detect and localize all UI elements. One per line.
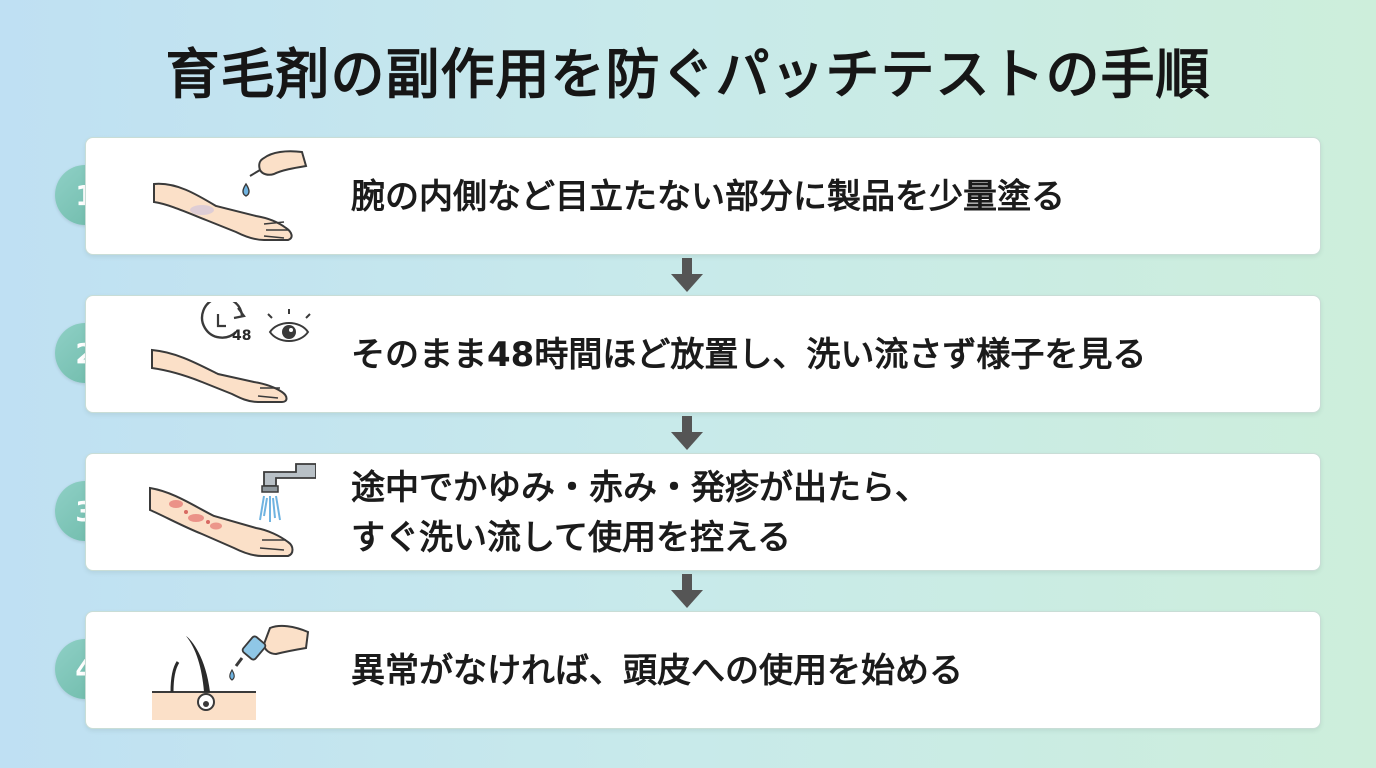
down-arrow-icon [671,258,703,292]
arm-drop-icon [153,150,308,241]
step-2-line-1: そのまま48時間ほど放置し、洗い流さず様子を見る [351,335,1147,375]
step-2-card: 48 そのまま48時間ほど放置し、洗い流さず様子を見る [85,295,1321,413]
down-arrow-icon [671,416,703,450]
arm-clock-eye-icon: 48 [151,302,311,403]
step-3-card: 途中でかゆみ・赤み・発疹が出たら、 すぐ洗い流して使用を控える [85,453,1321,571]
step-1-line-1: 腕の内側など目立たない部分に製品を少量塗る [351,177,1065,217]
step-2-text: そのまま48時間ほど放置し、洗い流さず様子を見る [351,296,1146,414]
arm-rash-faucet-icon [149,463,316,557]
down-arrow-icon [671,574,703,608]
step-3-text: 途中でかゆみ・赤み・発疹が出たら、 すぐ洗い流して使用を控える [351,454,929,572]
scalp-dropper-icon [152,624,310,720]
step-4-line-1: 異常がなければ、頭皮への使用を始める [351,651,963,691]
step-1-text: 腕の内側など目立たない部分に製品を少量塗る [351,138,1065,256]
step-4-card: 異常がなければ、頭皮への使用を始める [85,611,1321,729]
step-1-card: 腕の内側など目立たない部分に製品を少量塗る [85,137,1321,255]
page-title: 育毛剤の副作用を防ぐパッチテストの手順 [165,43,1211,106]
step-3-line-1: 途中でかゆみ・赤み・発疹が出たら、 [351,468,929,508]
clock-hours-label: 48 [232,328,251,344]
step-4-text: 異常がなければ、頭皮への使用を始める [351,612,963,730]
step-3-line-2: すぐ洗い流して使用を控える [351,518,791,558]
